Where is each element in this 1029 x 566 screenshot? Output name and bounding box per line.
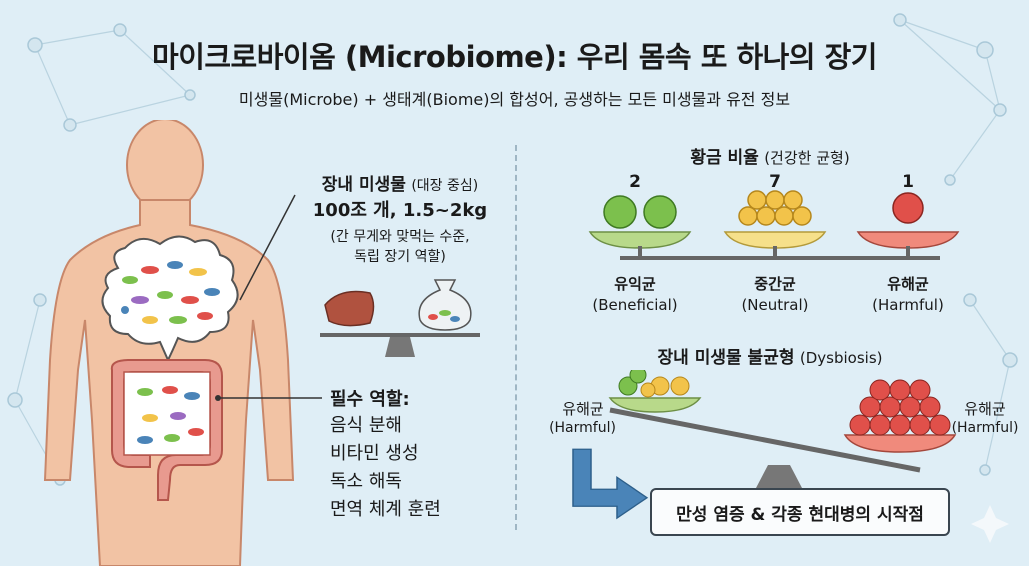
role-item: 음식 분해 bbox=[330, 415, 402, 436]
dysbiosis-left-label-en: (Harmful) bbox=[549, 420, 616, 436]
beneficial-label-en: (Beneficial) bbox=[592, 296, 678, 314]
neutral-count: 7 bbox=[769, 172, 781, 192]
golden-ratio-heading-note: (건강한 균형) bbox=[764, 149, 850, 167]
gut-microbes-stat: 100조 개, 1.5~2kg bbox=[312, 200, 488, 221]
harmful-label: 유해균 bbox=[887, 275, 929, 293]
gut-microbes-heading: 장내 미생물 bbox=[321, 175, 406, 195]
gut-microbes-note-2: 독립 장기 역할) bbox=[354, 249, 446, 265]
gut-microbes-heading-note: (대장 중심) bbox=[411, 178, 479, 194]
harmful-microbe-icon bbox=[892, 192, 924, 224]
human-body-illustration bbox=[43, 120, 295, 566]
role-item: 독소 해독 bbox=[330, 471, 402, 492]
liver-icon bbox=[324, 290, 375, 327]
microbe-icons bbox=[121, 261, 220, 324]
role-item: 면역 체계 훈련 bbox=[330, 499, 441, 520]
golden-ratio-heading: 황금 비율 bbox=[690, 148, 759, 168]
dysbiosis-right-label: 유해균 bbox=[964, 400, 1006, 418]
section-divider bbox=[515, 145, 517, 530]
harmful-count: 1 bbox=[902, 172, 914, 192]
page-subtitle: 미생물(Microbe) + 생태계(Biome)의 합성어, 공생하는 모든 … bbox=[238, 90, 791, 109]
gut-microbes-note-1: (간 무게와 맞먹는 수준, bbox=[330, 229, 470, 245]
dysbiosis-heading: 장내 미생물 불균형 bbox=[657, 348, 795, 368]
dysbiosis-heading-note: (Dysbiosis) bbox=[799, 349, 883, 367]
neutral-microbe-icons bbox=[738, 190, 812, 226]
liver-balance-scale bbox=[320, 279, 480, 357]
arrow-right-icon bbox=[572, 448, 649, 520]
dysbiosis-scale bbox=[608, 370, 957, 488]
dysbiosis-right-label-en: (Harmful) bbox=[951, 420, 1019, 436]
harmful-label-en: (Harmful) bbox=[872, 296, 944, 314]
neutral-label-en: (Neutral) bbox=[741, 296, 809, 314]
sparkle-icon bbox=[971, 505, 1009, 543]
harmful-microbe-cluster bbox=[849, 379, 951, 436]
roles-heading: 필수 역할: bbox=[330, 389, 410, 410]
role-item: 비타민 생성 bbox=[330, 443, 419, 464]
dysbiosis-left-label: 유해균 bbox=[562, 400, 604, 418]
beneficial-count: 2 bbox=[629, 172, 641, 192]
dysbiosis-result-box: 만성 염증 & 각종 현대병의 시작점 bbox=[650, 488, 950, 536]
beneficial-microbe-icons bbox=[603, 195, 677, 229]
microbe-bag-icon bbox=[418, 279, 472, 331]
page-title: 마이크로바이옴 (Microbiome): 우리 몸속 또 하나의 장기 bbox=[152, 40, 877, 74]
roles-list: 음식 분해 비타민 생성 독소 해독 면역 체계 훈련 bbox=[330, 412, 441, 524]
golden-ratio-scale bbox=[588, 190, 960, 260]
beneficial-label: 유익균 bbox=[614, 275, 656, 293]
neutral-label: 중간균 bbox=[754, 275, 796, 293]
